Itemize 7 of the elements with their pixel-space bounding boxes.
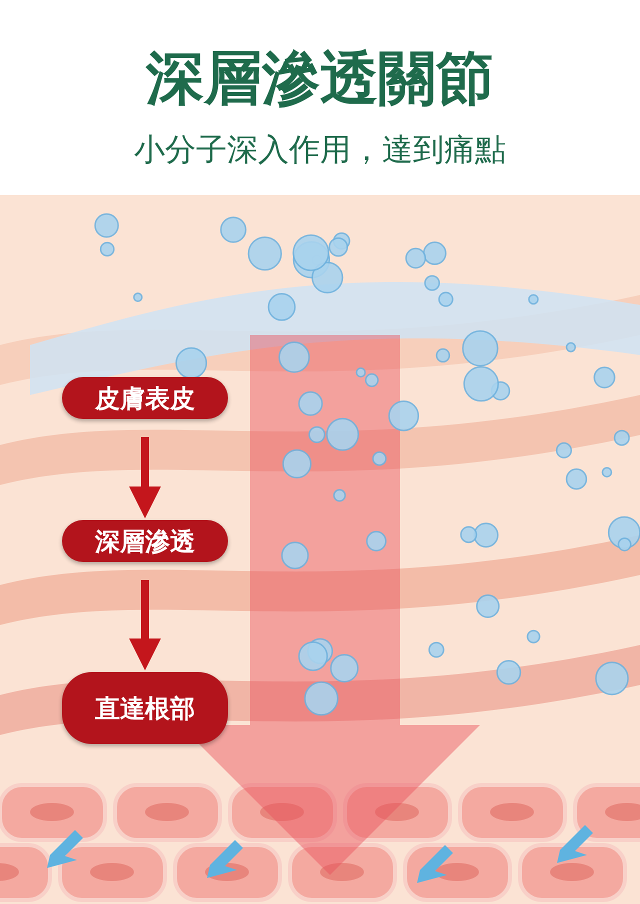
- arrow: [129, 580, 161, 670]
- label-pill: 深層滲透: [62, 520, 228, 562]
- title: 深層滲透關節: [144, 43, 495, 114]
- label-pill: 皮膚表皮: [62, 377, 228, 419]
- arrow: [129, 437, 161, 518]
- subtitle: 小分子深入作用，達到痛點: [133, 131, 507, 170]
- label-pill: 直達根部: [62, 672, 228, 744]
